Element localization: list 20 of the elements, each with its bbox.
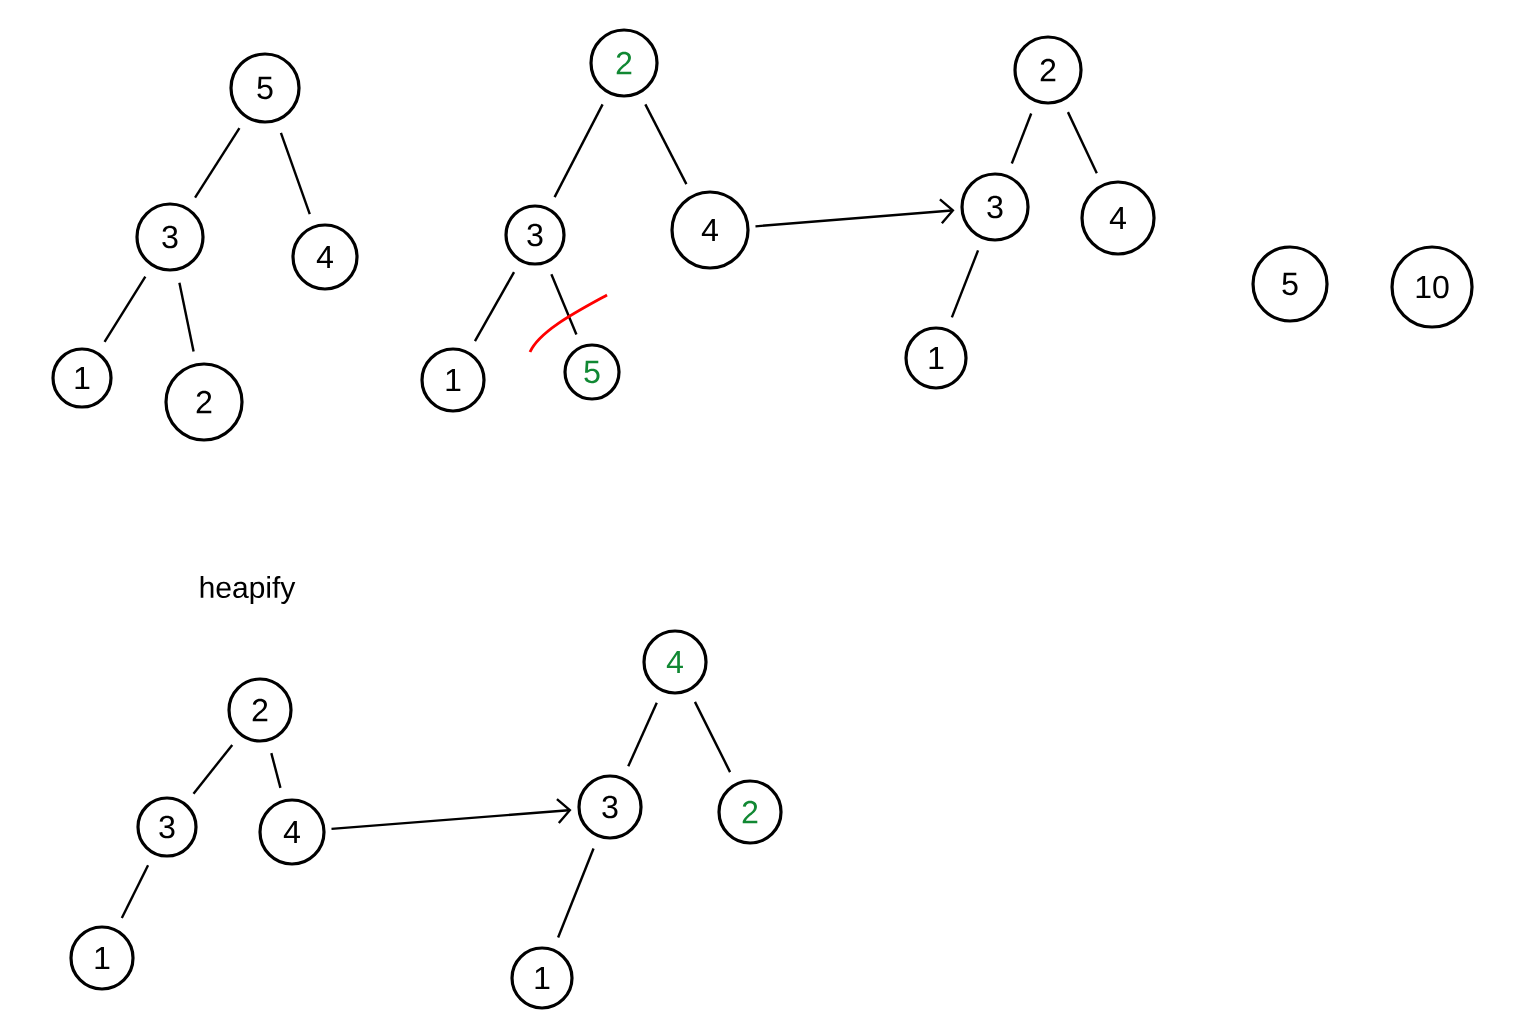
arrow: [331, 798, 572, 831]
tree-edge: [693, 701, 732, 773]
tree-edge: [473, 271, 516, 342]
tree-edge: [1066, 111, 1098, 174]
tree-edge: [1010, 113, 1033, 164]
tree-edge: [950, 249, 980, 318]
tree-edge: [557, 848, 595, 938]
tree-edge: [178, 282, 195, 352]
tree-edge: [627, 702, 658, 767]
tree-edge: [553, 103, 604, 198]
tree-edge: [103, 275, 147, 343]
tree-edge: [644, 103, 688, 185]
caption-text: heapify: [200, 576, 296, 604]
tree-edge: [192, 744, 234, 795]
tree-edge: [270, 752, 282, 789]
arrow: [755, 198, 955, 228]
tree-edge: [120, 864, 150, 919]
tree-edge: [550, 273, 578, 335]
tree-edge: [194, 127, 241, 199]
tree-edge: [279, 132, 311, 215]
